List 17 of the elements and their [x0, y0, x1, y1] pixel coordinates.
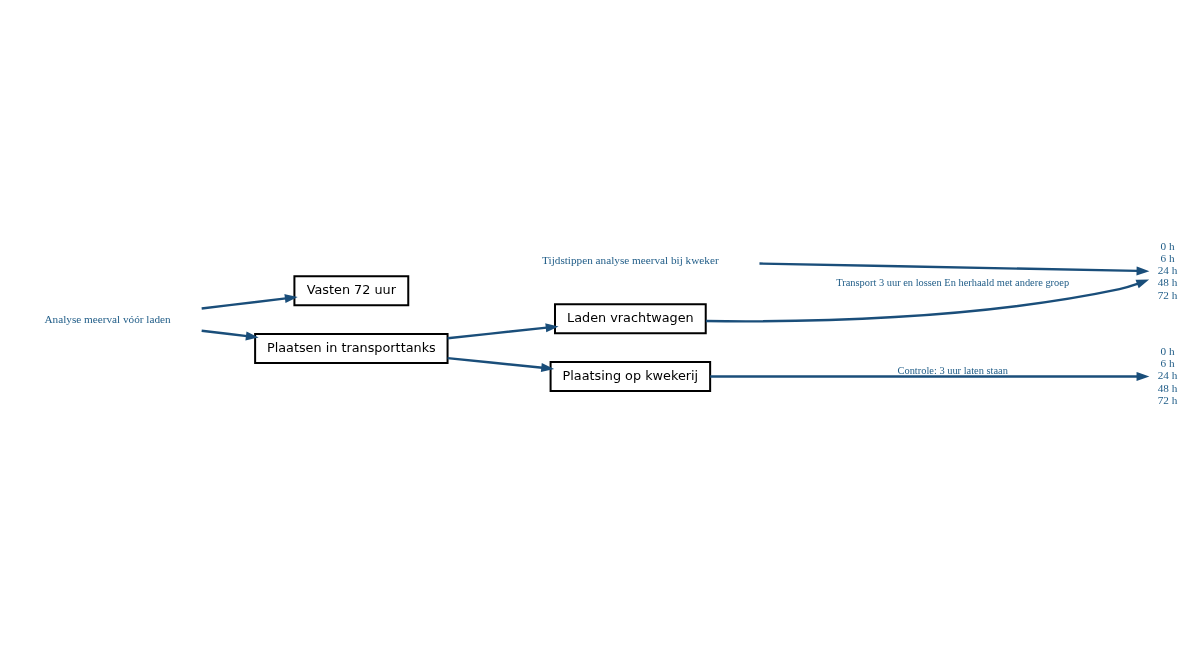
arrow: [710, 372, 1150, 381]
arrow: [447, 323, 559, 340]
node-box: Laden vrachtwagen: [554, 303, 707, 335]
edge-label: Controle: 3 uur laten staan: [897, 364, 1008, 376]
arrow: [447, 356, 555, 373]
node-box: Plaatsen in transporttanks: [254, 333, 449, 364]
arrow: [201, 329, 259, 341]
edge-label: Transport 3 uur en lossen En herhaald met andere groep: [836, 277, 1070, 289]
arrow: [759, 262, 1150, 276]
node-text: 0 h 6 h 24 h 48 h 72 h: [1157, 240, 1178, 301]
node-box: Plaatsing op kwekerij: [549, 361, 712, 392]
arrow: [705, 279, 1150, 323]
node-box: Vasten 72 uur: [293, 275, 410, 307]
node-text: Tijdstippen analyse meerval bij kweker: [542, 254, 719, 267]
node-text: Analyse meerval vóór laden: [44, 312, 171, 325]
arrow: [201, 294, 298, 310]
node-text: 0 h 6 h 24 h 48 h 72 h: [1157, 345, 1178, 406]
